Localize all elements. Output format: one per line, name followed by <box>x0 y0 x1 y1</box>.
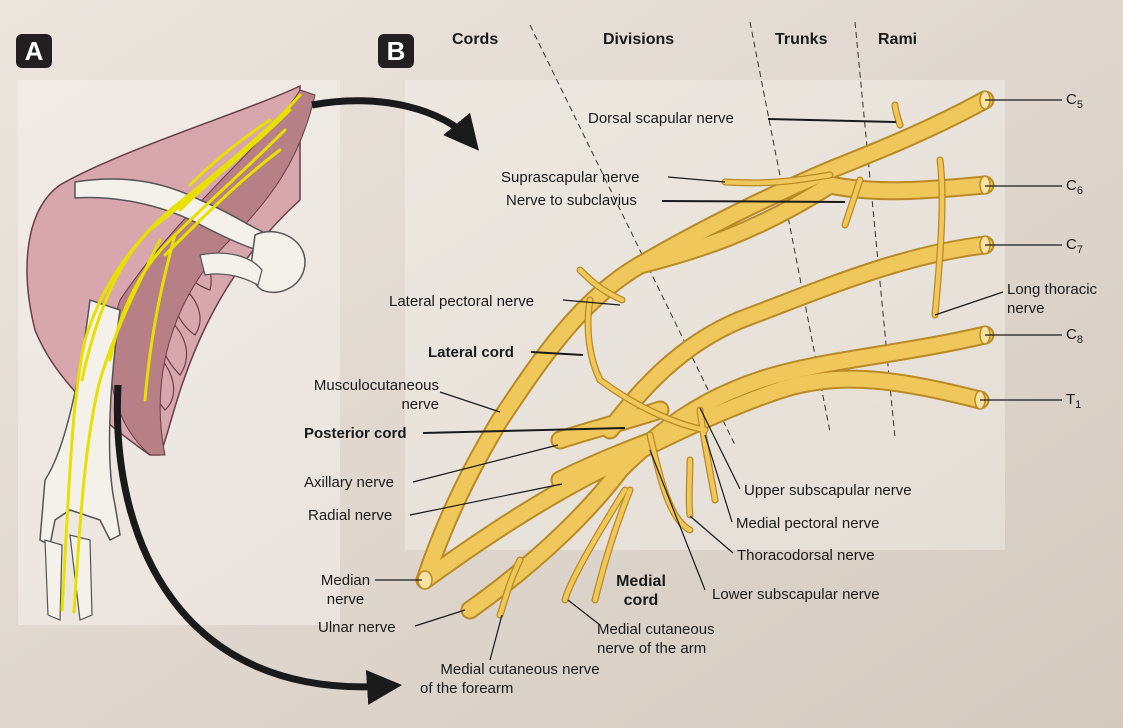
label-dorsal-scapular-nerve: Dorsal scapular nerve <box>588 110 734 127</box>
shoulder-arm-figure <box>26 84 316 621</box>
root-t1: T1 <box>1066 391 1082 411</box>
label-nerve-to-subclavius: Nerve to subclavius <box>506 192 637 209</box>
label-suprascapular-nerve: Suprascapular nerve <box>501 169 640 186</box>
label-lateral-cord: Lateral cord <box>428 344 514 361</box>
brachial-plexus-nerves <box>415 90 995 620</box>
header-cords: Cords <box>452 31 499 48</box>
root-c6: C6 <box>1066 177 1083 197</box>
header-trunks: Trunks <box>775 31 828 48</box>
label-ulnar-nerve: Ulnar nerve <box>318 619 396 636</box>
header-rami: Rami <box>878 31 918 48</box>
root-c8: C8 <box>1066 326 1083 346</box>
cords-divisions-divider <box>529 24 736 446</box>
label-medial-cutaneous-nerve-arm: Medial cutaneous nerve of the arm <box>597 621 715 657</box>
label-upper-subscapular-nerve: Upper subscapular nerve <box>744 482 912 499</box>
root-c5: C5 <box>1066 91 1083 111</box>
label-axillary-nerve: Axillary nerve <box>304 474 395 491</box>
label-medial-cord: Medial cord <box>616 573 666 609</box>
label-radial-nerve: Radial nerve <box>308 507 393 524</box>
inner-panel-b <box>405 80 1005 550</box>
label-long-thoracic-nerve: Long thoracic nerve <box>1007 281 1098 317</box>
label-medial-pectoral-nerve: Medial pectoral nerve <box>736 515 880 532</box>
lower-arrow <box>113 384 402 705</box>
label-median-nerve: Median nerve <box>320 572 371 608</box>
label-thoracodorsal-nerve: Thoracodorsal nerve <box>737 547 875 564</box>
root-c7: C7 <box>1066 236 1083 256</box>
label-lateral-pectoral-nerve: Lateral pectoral nerve <box>389 293 535 310</box>
label-musculocutaneous-nerve: Musculocutaneous nerve <box>313 377 439 413</box>
label-lower-subscapular-nerve: Lower subscapular nerve <box>712 586 880 603</box>
upper-arrow <box>311 97 479 151</box>
panel-b-tag: B <box>378 34 414 68</box>
panel-a-tag: A <box>16 34 52 68</box>
header-divisions: Divisions <box>603 31 675 48</box>
label-posterior-cord: Posterior cord <box>304 425 407 442</box>
label-medial-cutaneous-nerve-forearm: Medial cutaneous nerve of the forearm <box>420 661 600 697</box>
